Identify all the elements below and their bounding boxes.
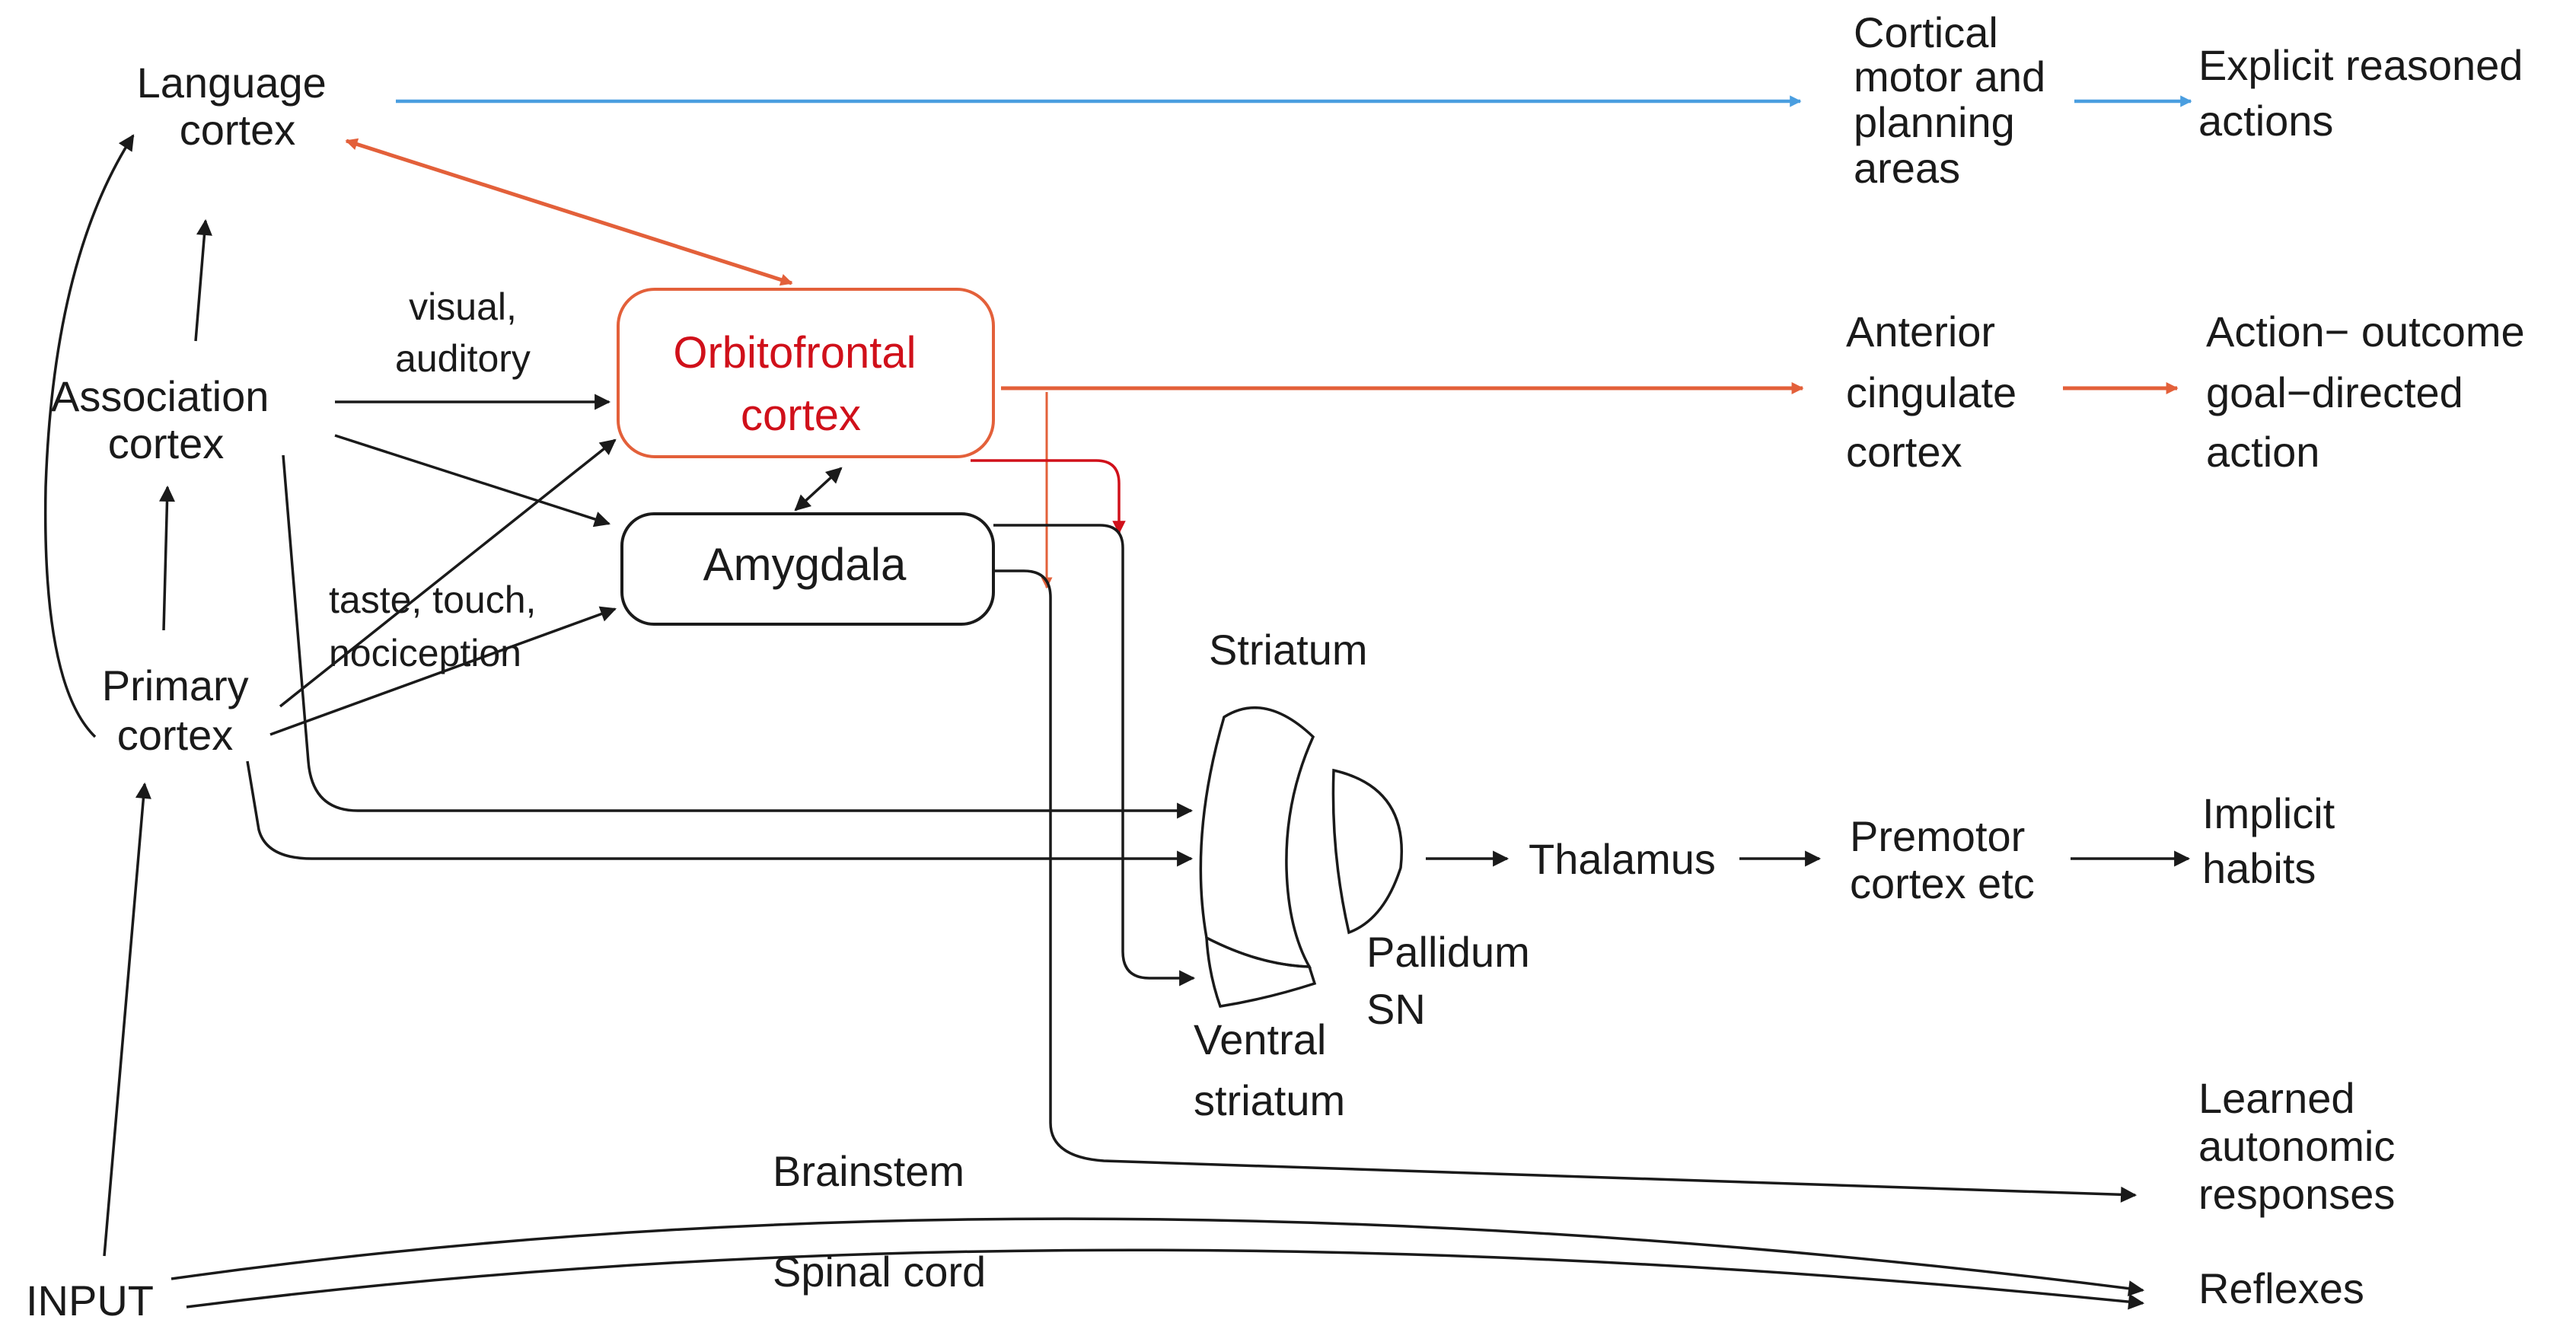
- arrow-language-orbitofrontal: [345, 138, 793, 286]
- arrow-amygdala-to-autonomic: [993, 569, 2138, 1203]
- striatum-label: Striatum: [1209, 626, 1368, 674]
- cortical-motor-label: Cortical motor and planning areas: [1854, 8, 2058, 192]
- learned-autonomic-label: Learned autonomic responses: [2198, 1074, 2407, 1218]
- arrow-input-to-primary: [103, 782, 151, 1257]
- arrow-primary-to-orbitofrontal: [279, 438, 617, 708]
- arrow-primary-to-striatum: [246, 760, 1194, 867]
- arrow-association-to-amygdala: [334, 434, 611, 528]
- language-cortex-label: Language cortex: [137, 59, 339, 154]
- ventral-striatum-shape: [1205, 936, 1317, 1008]
- reflexes-label: Reflexes: [2198, 1264, 2364, 1312]
- association-cortex-label: Association cortex: [51, 372, 281, 467]
- implicit-habits-label: Implicit habits: [2202, 789, 2347, 892]
- arrow-amygdala-to-ventral-striatum: [993, 524, 1196, 987]
- arrow-primary-to-language: [43, 134, 135, 738]
- ventral-striatum-label: Ventral striatum: [1194, 1015, 1345, 1124]
- taste-touch-label: taste, touch, nociception: [329, 579, 547, 674]
- amygdala-box: [620, 512, 995, 626]
- anterior-cingulate-label: Anterior cingulate cortex: [1846, 308, 2029, 476]
- premotor-label: Premotor cortex etc: [1850, 812, 2037, 907]
- amygdala-label: Amygdala: [703, 539, 907, 590]
- primary-cortex-label: Primary cortex: [102, 661, 260, 759]
- spinal-cord-label: Spinal cord: [773, 1248, 986, 1296]
- explicit-actions-label: Explicit reasoned actions: [2198, 41, 2535, 145]
- arrow-association-to-striatum: [282, 454, 1194, 819]
- input-label: INPUT: [26, 1277, 154, 1324]
- action-outcome-label: Action− outcome goal−directed action: [2206, 308, 2536, 476]
- arrow-primary-to-association: [159, 485, 175, 631]
- arrow-orbitofrontal-amygdala: [794, 467, 843, 512]
- orbitofrontal-label: Orbitofrontal cortex: [673, 328, 928, 440]
- arrow-input-to-reflexes-brainstem: [171, 1217, 2145, 1297]
- arrow-primary-to-amygdala: [269, 606, 617, 736]
- striatum-shape: [1199, 706, 1315, 968]
- visual-auditory-label: visual, auditory: [395, 285, 531, 380]
- orbitofrontal-box: [617, 288, 995, 458]
- arrow-orbitofrontal-to-ventral-striatum: [971, 459, 1126, 534]
- arrow-association-to-language: [194, 218, 212, 342]
- brainstem-label: Brainstem: [773, 1147, 964, 1195]
- arrow-input-to-reflexes-spinal: [186, 1248, 2145, 1310]
- thalamus-label: Thalamus: [1529, 835, 1716, 883]
- pallidum-label: Pallidum SN: [1366, 928, 1541, 1033]
- pallidum-shape: [1331, 768, 1403, 935]
